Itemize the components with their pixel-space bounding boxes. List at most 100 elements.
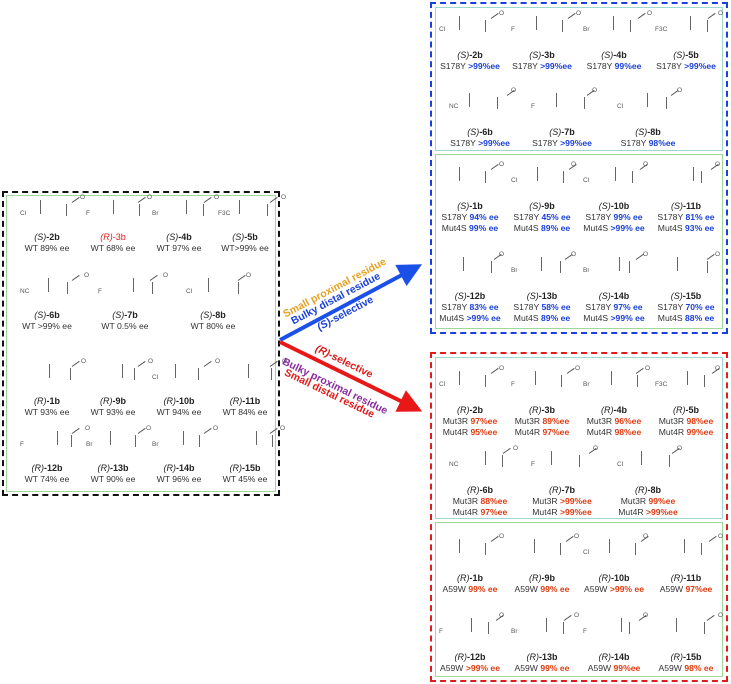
mutant-name: Mut4S <box>513 223 539 233</box>
ee-value: 70% ee <box>685 302 715 312</box>
atom-label: F3C <box>655 26 668 33</box>
r-selective-top-box <box>435 357 723 519</box>
ee-value: >99%ee <box>684 61 716 71</box>
bond-line <box>619 257 620 271</box>
mutant-name: S178Y <box>657 302 684 312</box>
ee-value: 99%ee <box>614 61 642 71</box>
wild-type-ee: WT 93% ee <box>90 407 136 417</box>
bond-line <box>490 535 499 542</box>
atom-label: F <box>98 288 102 295</box>
bond-line <box>488 622 489 634</box>
ee-value: 97%ee <box>542 427 570 437</box>
bond-line <box>563 171 564 183</box>
oxygen-label: O <box>281 194 287 201</box>
oxygen-label: O <box>643 533 649 540</box>
bond-line <box>706 253 715 260</box>
bond-line <box>137 360 146 367</box>
atom-label: Br <box>511 628 518 635</box>
atom-label: Cl <box>583 549 590 556</box>
bond-line <box>113 200 114 214</box>
ee-value: 89% ee <box>541 223 571 233</box>
compound-label: (R)-7b <box>527 485 597 496</box>
compound-label: (S)-2b <box>435 50 505 61</box>
structure-sketch: O <box>22 358 92 386</box>
mutant-name: S178Y <box>585 212 612 222</box>
compound-id: -2b <box>46 232 60 242</box>
wild-type-panel <box>2 191 280 496</box>
mutant-result: Mut3R 99%ee <box>613 496 683 507</box>
structure-sketch: O Cl <box>583 533 655 561</box>
compound-id: -5b <box>244 232 258 242</box>
atom-label: F <box>531 103 535 110</box>
bond-line <box>632 171 633 183</box>
mutant-result: S178Y 81% ee <box>651 212 721 223</box>
oxygen-label: O <box>499 533 505 540</box>
bond-line <box>563 614 572 621</box>
compound-id: -12b <box>466 652 486 662</box>
oxygen-label: O <box>643 251 649 258</box>
configuration: (R) <box>529 573 542 583</box>
mutant-name: S178Y <box>586 61 613 71</box>
bond-line <box>566 367 575 374</box>
mutant-name: S178Y <box>657 212 684 222</box>
configuration: (S) <box>200 310 213 320</box>
bond-line <box>71 427 80 434</box>
mutant-result: S178Y 94% ee <box>435 212 505 223</box>
oxygen-label: O <box>576 10 582 17</box>
ee-value: 99%ee <box>686 427 714 437</box>
bond-line <box>122 364 123 378</box>
bond-line <box>635 367 644 374</box>
compound-id: -11b <box>242 396 261 406</box>
bond-line <box>134 368 135 380</box>
bond-line <box>186 200 187 214</box>
bond-line <box>67 282 68 294</box>
configuration: (S) <box>457 201 470 211</box>
ee-value: 88% ee <box>685 313 715 323</box>
bond-line <box>536 16 537 30</box>
mutant-name: Mut4R <box>442 427 469 437</box>
mutant-result: S178Y 98%ee <box>613 138 683 149</box>
oxygen-label: O <box>645 365 651 372</box>
bond-line <box>485 171 486 183</box>
mutant-name: S178Y <box>513 302 540 312</box>
compound-label: (S)-12b <box>435 291 505 302</box>
structure-sketch: O <box>657 612 727 640</box>
bond-line <box>139 204 140 216</box>
atom-label: Br <box>152 210 159 217</box>
oxygen-label: O <box>511 87 517 94</box>
bond-line <box>110 431 111 445</box>
compound-label: (S)-2b <box>14 232 80 243</box>
compound-label: (S)-6b <box>445 127 515 138</box>
compound-id: -10b <box>610 573 630 583</box>
bond-line <box>71 435 72 447</box>
bond-line <box>615 167 616 181</box>
mutant-result: S178Y 99% ee <box>579 212 649 223</box>
mutant-name: Mut3R <box>442 416 469 426</box>
oxygen-label: O <box>718 10 724 17</box>
configuration: (R) <box>467 485 480 495</box>
mutant-result: Mut3R >99%ee <box>527 496 597 507</box>
bond-line <box>199 435 200 447</box>
configuration: (S) <box>598 291 611 301</box>
compound-label: (S)-11b <box>651 201 721 212</box>
oxygen-label: O <box>215 358 221 365</box>
wild-type-ee: WT 93% ee <box>24 407 70 417</box>
compound-id: -7b <box>561 127 575 137</box>
configuration: (S) <box>670 201 683 211</box>
configuration: (R) <box>97 463 110 473</box>
mutant-result: Mut4S >99% ee <box>579 313 649 324</box>
bond-line <box>459 16 460 30</box>
mutant-name: A59W <box>659 584 684 594</box>
ee-value: 97%ee <box>685 584 713 594</box>
